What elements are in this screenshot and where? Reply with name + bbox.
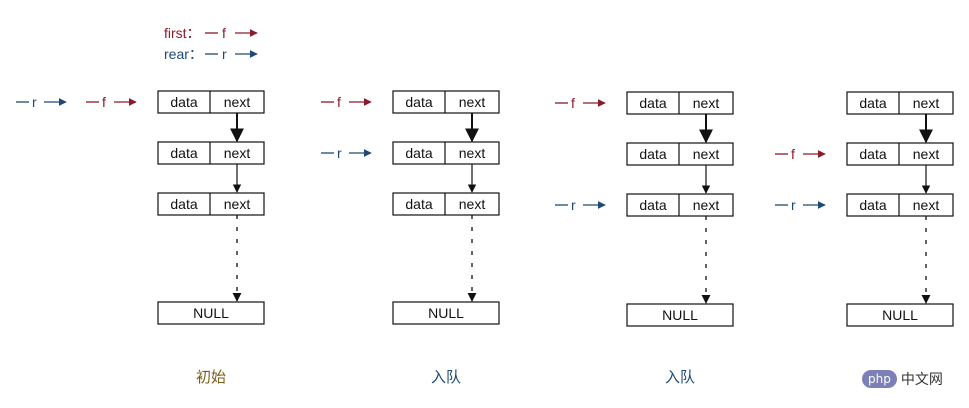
null-node: NULL bbox=[846, 303, 954, 327]
rear-pointer-symbol: r bbox=[571, 197, 576, 213]
first-pointer: f bbox=[775, 146, 826, 162]
rear-pointer: r bbox=[775, 197, 826, 213]
node-next-field: next bbox=[224, 196, 251, 212]
node-data-field: data bbox=[859, 146, 886, 162]
node-box bbox=[157, 90, 265, 114]
first-pointer-symbol: f bbox=[337, 94, 341, 110]
null-label: NULL bbox=[662, 307, 698, 323]
legend: first： f rear： r bbox=[164, 25, 258, 62]
rear-pointer: r bbox=[555, 197, 606, 213]
list-node: data next bbox=[846, 193, 954, 217]
node-data-field: data bbox=[405, 196, 432, 212]
rear-pointer-symbol: r bbox=[337, 145, 342, 161]
first-pointer: f bbox=[555, 95, 606, 111]
list-node: data next bbox=[157, 90, 265, 114]
legend-rear-symbol: r bbox=[222, 46, 227, 62]
node-box bbox=[846, 142, 954, 166]
list-node: data next bbox=[157, 192, 265, 216]
rear-pointer: r bbox=[16, 94, 67, 110]
node-box bbox=[846, 91, 954, 115]
node-data-field: data bbox=[170, 94, 197, 110]
node-next-field: next bbox=[913, 95, 940, 111]
node-next-field: next bbox=[459, 145, 486, 161]
node-box bbox=[157, 141, 265, 165]
node-next-field: next bbox=[459, 94, 486, 110]
node-next-field: next bbox=[459, 196, 486, 212]
panel-caption: 入队 bbox=[665, 369, 695, 386]
legend-first-label: first： bbox=[164, 25, 201, 41]
legend-rear-label: rear： bbox=[164, 46, 203, 62]
node-next-field: next bbox=[693, 197, 720, 213]
list-node: data next bbox=[392, 90, 500, 114]
first-pointer-symbol: f bbox=[102, 94, 106, 110]
node-next-field: next bbox=[693, 95, 720, 111]
node-data-field: data bbox=[859, 197, 886, 213]
node-box bbox=[392, 90, 500, 114]
first-pointer: f bbox=[86, 94, 137, 110]
null-label: NULL bbox=[193, 305, 229, 321]
node-next-field: next bbox=[913, 197, 940, 213]
list-node: data next bbox=[392, 192, 500, 216]
rear-pointer-symbol: r bbox=[32, 94, 37, 110]
watermark-badge: php bbox=[862, 370, 897, 388]
node-data-field: data bbox=[170, 196, 197, 212]
node-next-field: next bbox=[693, 146, 720, 162]
list-node: data next bbox=[846, 91, 954, 115]
watermark: php 中文网 bbox=[862, 366, 966, 392]
node-box bbox=[846, 193, 954, 217]
node-box bbox=[626, 91, 734, 115]
first-pointer: f bbox=[321, 94, 372, 110]
node-box bbox=[626, 142, 734, 166]
null-box bbox=[846, 303, 954, 327]
node-data-field: data bbox=[639, 95, 666, 111]
null-node: NULL bbox=[392, 301, 500, 325]
node-data-field: data bbox=[639, 197, 666, 213]
null-label: NULL bbox=[882, 307, 918, 323]
first-pointer-symbol: f bbox=[791, 146, 795, 162]
null-box bbox=[626, 303, 734, 327]
node-next-field: next bbox=[224, 94, 251, 110]
node-data-field: data bbox=[405, 94, 432, 110]
list-node: data next bbox=[626, 193, 734, 217]
node-data-field: data bbox=[405, 145, 432, 161]
null-box bbox=[157, 301, 265, 325]
node-box bbox=[392, 141, 500, 165]
list-node: data next bbox=[157, 141, 265, 165]
panel-caption: 初始 bbox=[196, 369, 226, 386]
node-data-field: data bbox=[170, 145, 197, 161]
legend-first-symbol: f bbox=[222, 25, 226, 41]
node-next-field: next bbox=[224, 145, 251, 161]
null-label: NULL bbox=[428, 305, 464, 321]
list-node: data next bbox=[626, 142, 734, 166]
node-box bbox=[392, 192, 500, 216]
watermark-text: 中文网 bbox=[900, 372, 943, 388]
list-node: data next bbox=[626, 91, 734, 115]
null-box bbox=[392, 301, 500, 325]
node-data-field: data bbox=[639, 146, 666, 162]
list-node: data next bbox=[392, 141, 500, 165]
node-next-field: next bbox=[913, 146, 940, 162]
node-data-field: data bbox=[859, 95, 886, 111]
null-node: NULL bbox=[626, 303, 734, 327]
rear-pointer: r bbox=[321, 145, 372, 161]
node-box bbox=[626, 193, 734, 217]
null-node: NULL bbox=[157, 301, 265, 325]
panel-caption: 入队 bbox=[431, 369, 461, 386]
rear-pointer-symbol: r bbox=[791, 197, 796, 213]
node-box bbox=[157, 192, 265, 216]
list-node: data next bbox=[846, 142, 954, 166]
first-pointer-symbol: f bbox=[571, 95, 575, 111]
